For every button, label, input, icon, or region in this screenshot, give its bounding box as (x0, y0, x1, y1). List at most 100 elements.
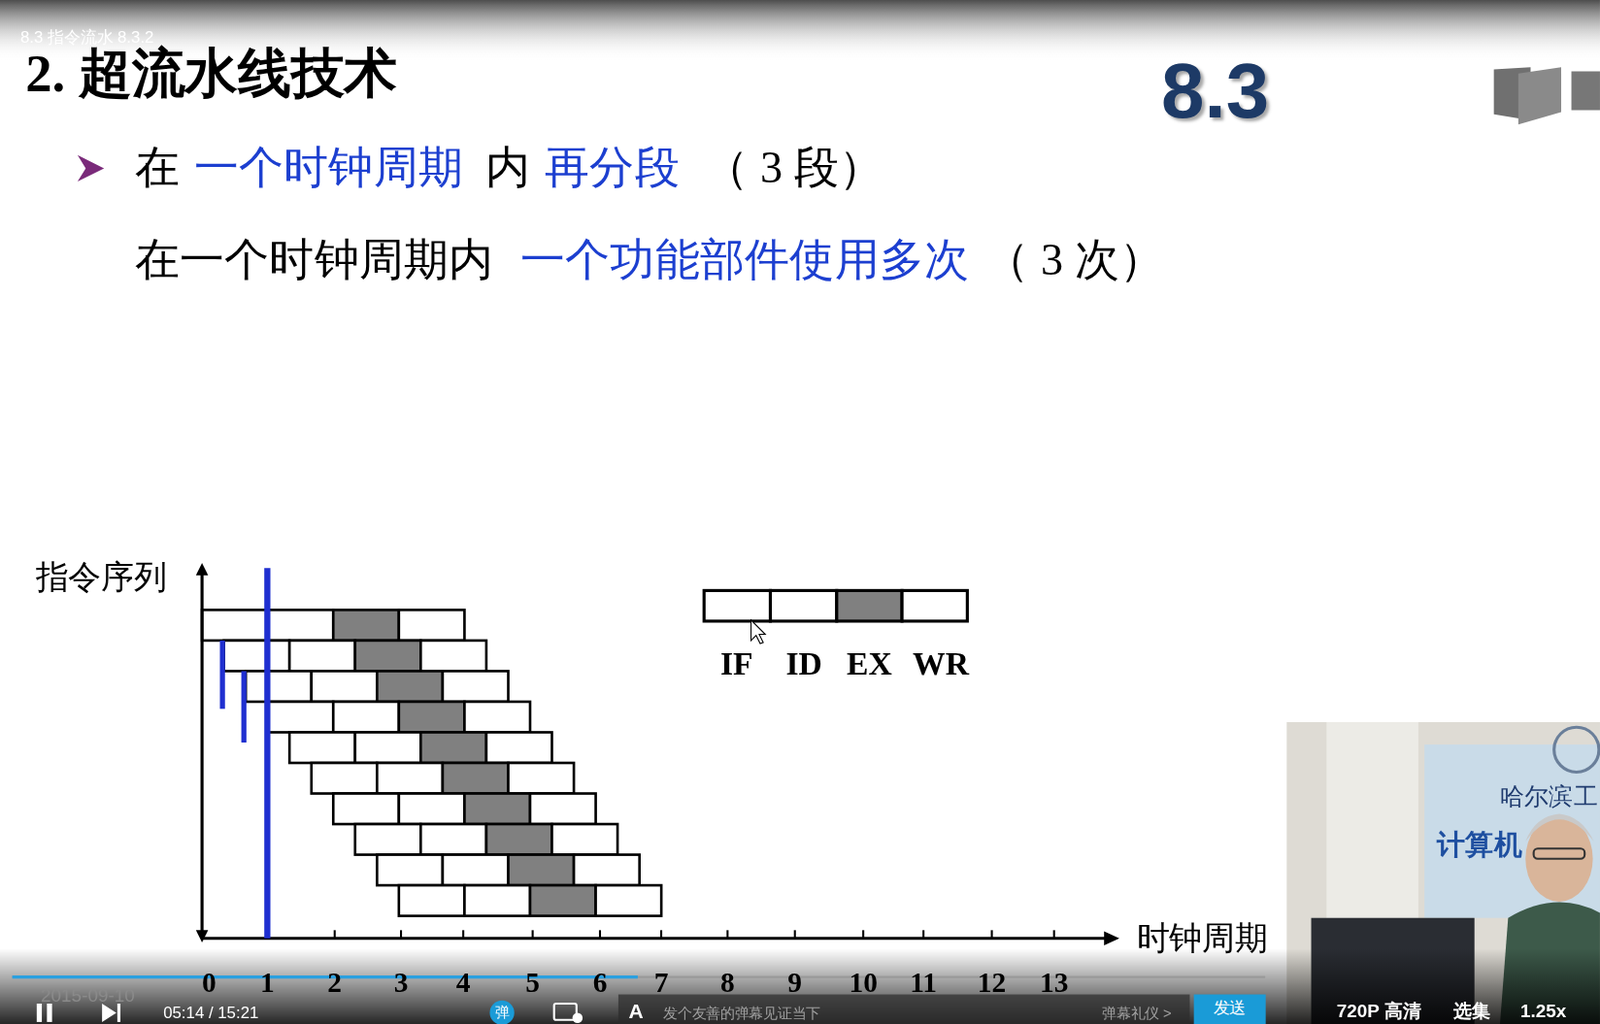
axis-title: 时钟周期 (1136, 920, 1268, 959)
stage-cell (530, 885, 597, 917)
stage-cell (311, 670, 378, 702)
axis-tick (532, 930, 534, 938)
stage-cell (333, 609, 400, 641)
axis-tick (922, 930, 925, 938)
stage-cell (201, 609, 268, 641)
player-shade (0, 948, 1600, 1024)
stage-cell (551, 824, 618, 856)
mouse-cursor (751, 620, 767, 644)
axis-tick (599, 930, 601, 938)
y-axis-head (196, 563, 209, 576)
send-button: 发送 (1194, 995, 1267, 1024)
stage-cell (311, 763, 378, 795)
time-display: 05:14 / 15:21 (163, 1003, 259, 1023)
x-axis-head (1103, 931, 1120, 946)
font-icon: A (628, 1000, 643, 1024)
quality-button: 720P 高清 (1336, 1000, 1422, 1023)
etiquette-link: 弹幕礼仪 > (1101, 1004, 1172, 1022)
axis-tick (1053, 930, 1056, 938)
bullet-text: （ 3 段） (703, 142, 884, 195)
tick-number: 6 (593, 966, 608, 1000)
axis-tick (862, 930, 865, 938)
stage-cell (420, 640, 487, 672)
input-placeholder: 发个友善的弹幕见证当下 (663, 1004, 821, 1022)
tick-number: 12 (977, 966, 1006, 1000)
bullet-text: （ 3 次） (984, 234, 1165, 287)
button-text: 发送 (1213, 999, 1247, 1021)
danmaku-input (618, 995, 1191, 1024)
episode-button: 选集 (1453, 1000, 1491, 1023)
next-icon (101, 1003, 121, 1023)
stage-cell (442, 670, 509, 702)
stage-cell (399, 885, 466, 917)
progress-played (12, 975, 638, 979)
axis-tick (794, 930, 797, 938)
y-axis-foot (196, 930, 209, 943)
axis-title: 指令序列 (35, 559, 167, 598)
stage-cell (508, 855, 575, 887)
tick-number: 13 (1039, 966, 1068, 1000)
backdrop-text: 计算机 (1436, 828, 1523, 862)
stage-cell (376, 670, 443, 702)
stage-cell (245, 670, 312, 702)
stage-sample (703, 590, 967, 622)
stage-cell (376, 855, 443, 887)
axis-tick (333, 930, 336, 938)
stage-name: ID (785, 644, 822, 683)
stage-cell (486, 732, 553, 764)
clock-marker (264, 567, 270, 938)
axis-tick (991, 930, 994, 938)
stage-cell (355, 824, 422, 856)
tick-number: 2 (327, 966, 342, 1000)
stage-cell (420, 824, 487, 856)
sub-marker (219, 640, 225, 709)
tick-number: 10 (848, 966, 877, 1000)
bullet-text: 在 (134, 142, 180, 195)
pipeline-chart (201, 609, 662, 916)
stage-cell (399, 609, 466, 641)
stage-name: WR (912, 644, 969, 683)
stage-cell (333, 701, 400, 734)
stage-cell (355, 732, 422, 764)
x-axis (201, 936, 1107, 940)
stage-cell (289, 640, 356, 672)
tick-number: 3 (394, 966, 409, 1000)
stage-cell (464, 701, 531, 734)
bullet-arrow (77, 155, 104, 182)
backdrop-text: 哈尔滨工 (1500, 783, 1599, 812)
bullet-text: 在一个时钟周期内 (134, 234, 495, 287)
stage-cell (267, 701, 334, 734)
progress-track (12, 976, 1267, 979)
stage-cell (355, 640, 422, 672)
stage-name: EX (846, 644, 893, 683)
pause-icon (36, 1003, 53, 1023)
stage-cell (464, 885, 531, 917)
stage-cell (333, 794, 400, 826)
axis-tick (726, 930, 729, 938)
bullet-emphasis: 一个功能部件使用多次 (520, 234, 969, 287)
stage-cell (486, 824, 553, 856)
slide-title: 2. 超流水线技术 (25, 42, 398, 104)
tick-number: 5 (525, 966, 540, 1000)
axis-tick (400, 930, 402, 938)
tick-number: 1 (260, 966, 275, 1000)
tick-number: 0 (201, 966, 217, 1000)
tick-number: 9 (787, 966, 802, 1000)
stage-cell (464, 794, 531, 826)
axis-tick (660, 930, 663, 938)
stage-cell (508, 763, 575, 795)
tick-number: 8 (720, 966, 735, 1000)
date-stamp: 2015-09-10 (40, 985, 135, 1007)
speed-button: 1.25x (1520, 1000, 1567, 1023)
stage-cell (399, 794, 466, 826)
axis-ticks (266, 930, 1054, 938)
stage-cell (530, 794, 597, 826)
stage-cell (420, 732, 487, 764)
stage-cell (442, 763, 509, 795)
tick-number: 11 (909, 966, 937, 1000)
danmaku-toggle: 弹 (489, 1000, 514, 1024)
stage-cell (573, 855, 640, 887)
bullet-emphasis: 再分段 (544, 142, 680, 195)
bullet-emphasis: 一个时钟周期 (194, 142, 464, 195)
button-text: 弹 (495, 1003, 510, 1023)
